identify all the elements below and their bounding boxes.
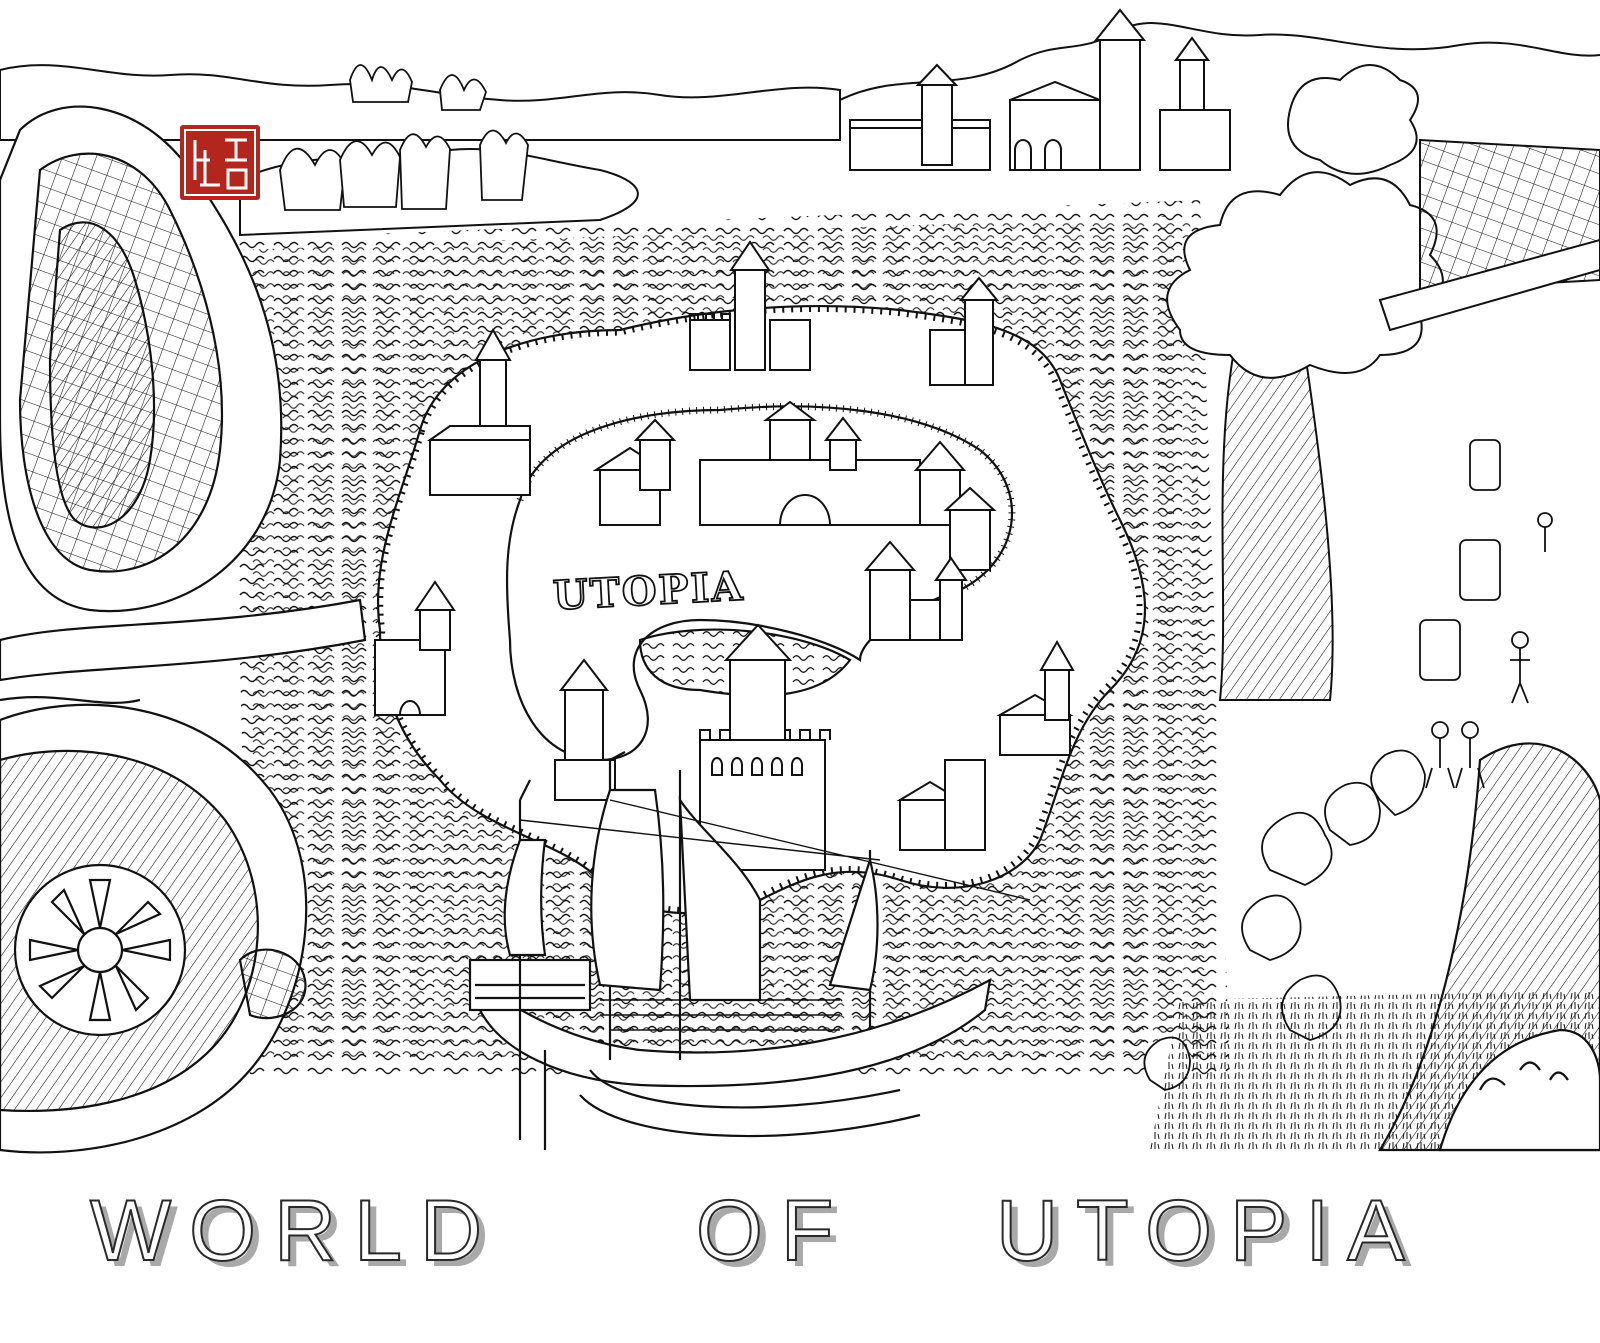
galleon-ship <box>467 751 1031 1150</box>
figures <box>1419 439 1553 789</box>
right-tree <box>1166 64 1444 701</box>
left-island <box>0 105 283 613</box>
title-word-utopia-shadow: UTOPIA <box>1003 1189 1430 1285</box>
distant-hills <box>0 22 1600 237</box>
island-castles <box>374 240 1075 871</box>
distant-city <box>849 8 1231 171</box>
right-cliff-structure <box>1378 742 1600 1152</box>
distant-trees <box>279 64 529 211</box>
title-banner: WORLD OF UTOPIA WORLD OF UTOPIA <box>89 1182 1430 1285</box>
title-word-world-shadow: WORLD <box>97 1189 507 1285</box>
title-word-of-shadow: OF <box>703 1189 858 1285</box>
title-word-utopia: UTOPIA <box>996 1183 1423 1279</box>
utopia-map-illustration: UTOPIA <box>0 8 1600 1154</box>
red-seal-stamp <box>180 125 260 200</box>
right-pavilion <box>1378 138 1600 332</box>
title-word-world: WORLD <box>90 1183 500 1279</box>
left-round-city <box>0 598 367 1154</box>
utopia-island-label: UTOPIA <box>552 563 746 620</box>
title-word-of: OF <box>696 1183 851 1279</box>
